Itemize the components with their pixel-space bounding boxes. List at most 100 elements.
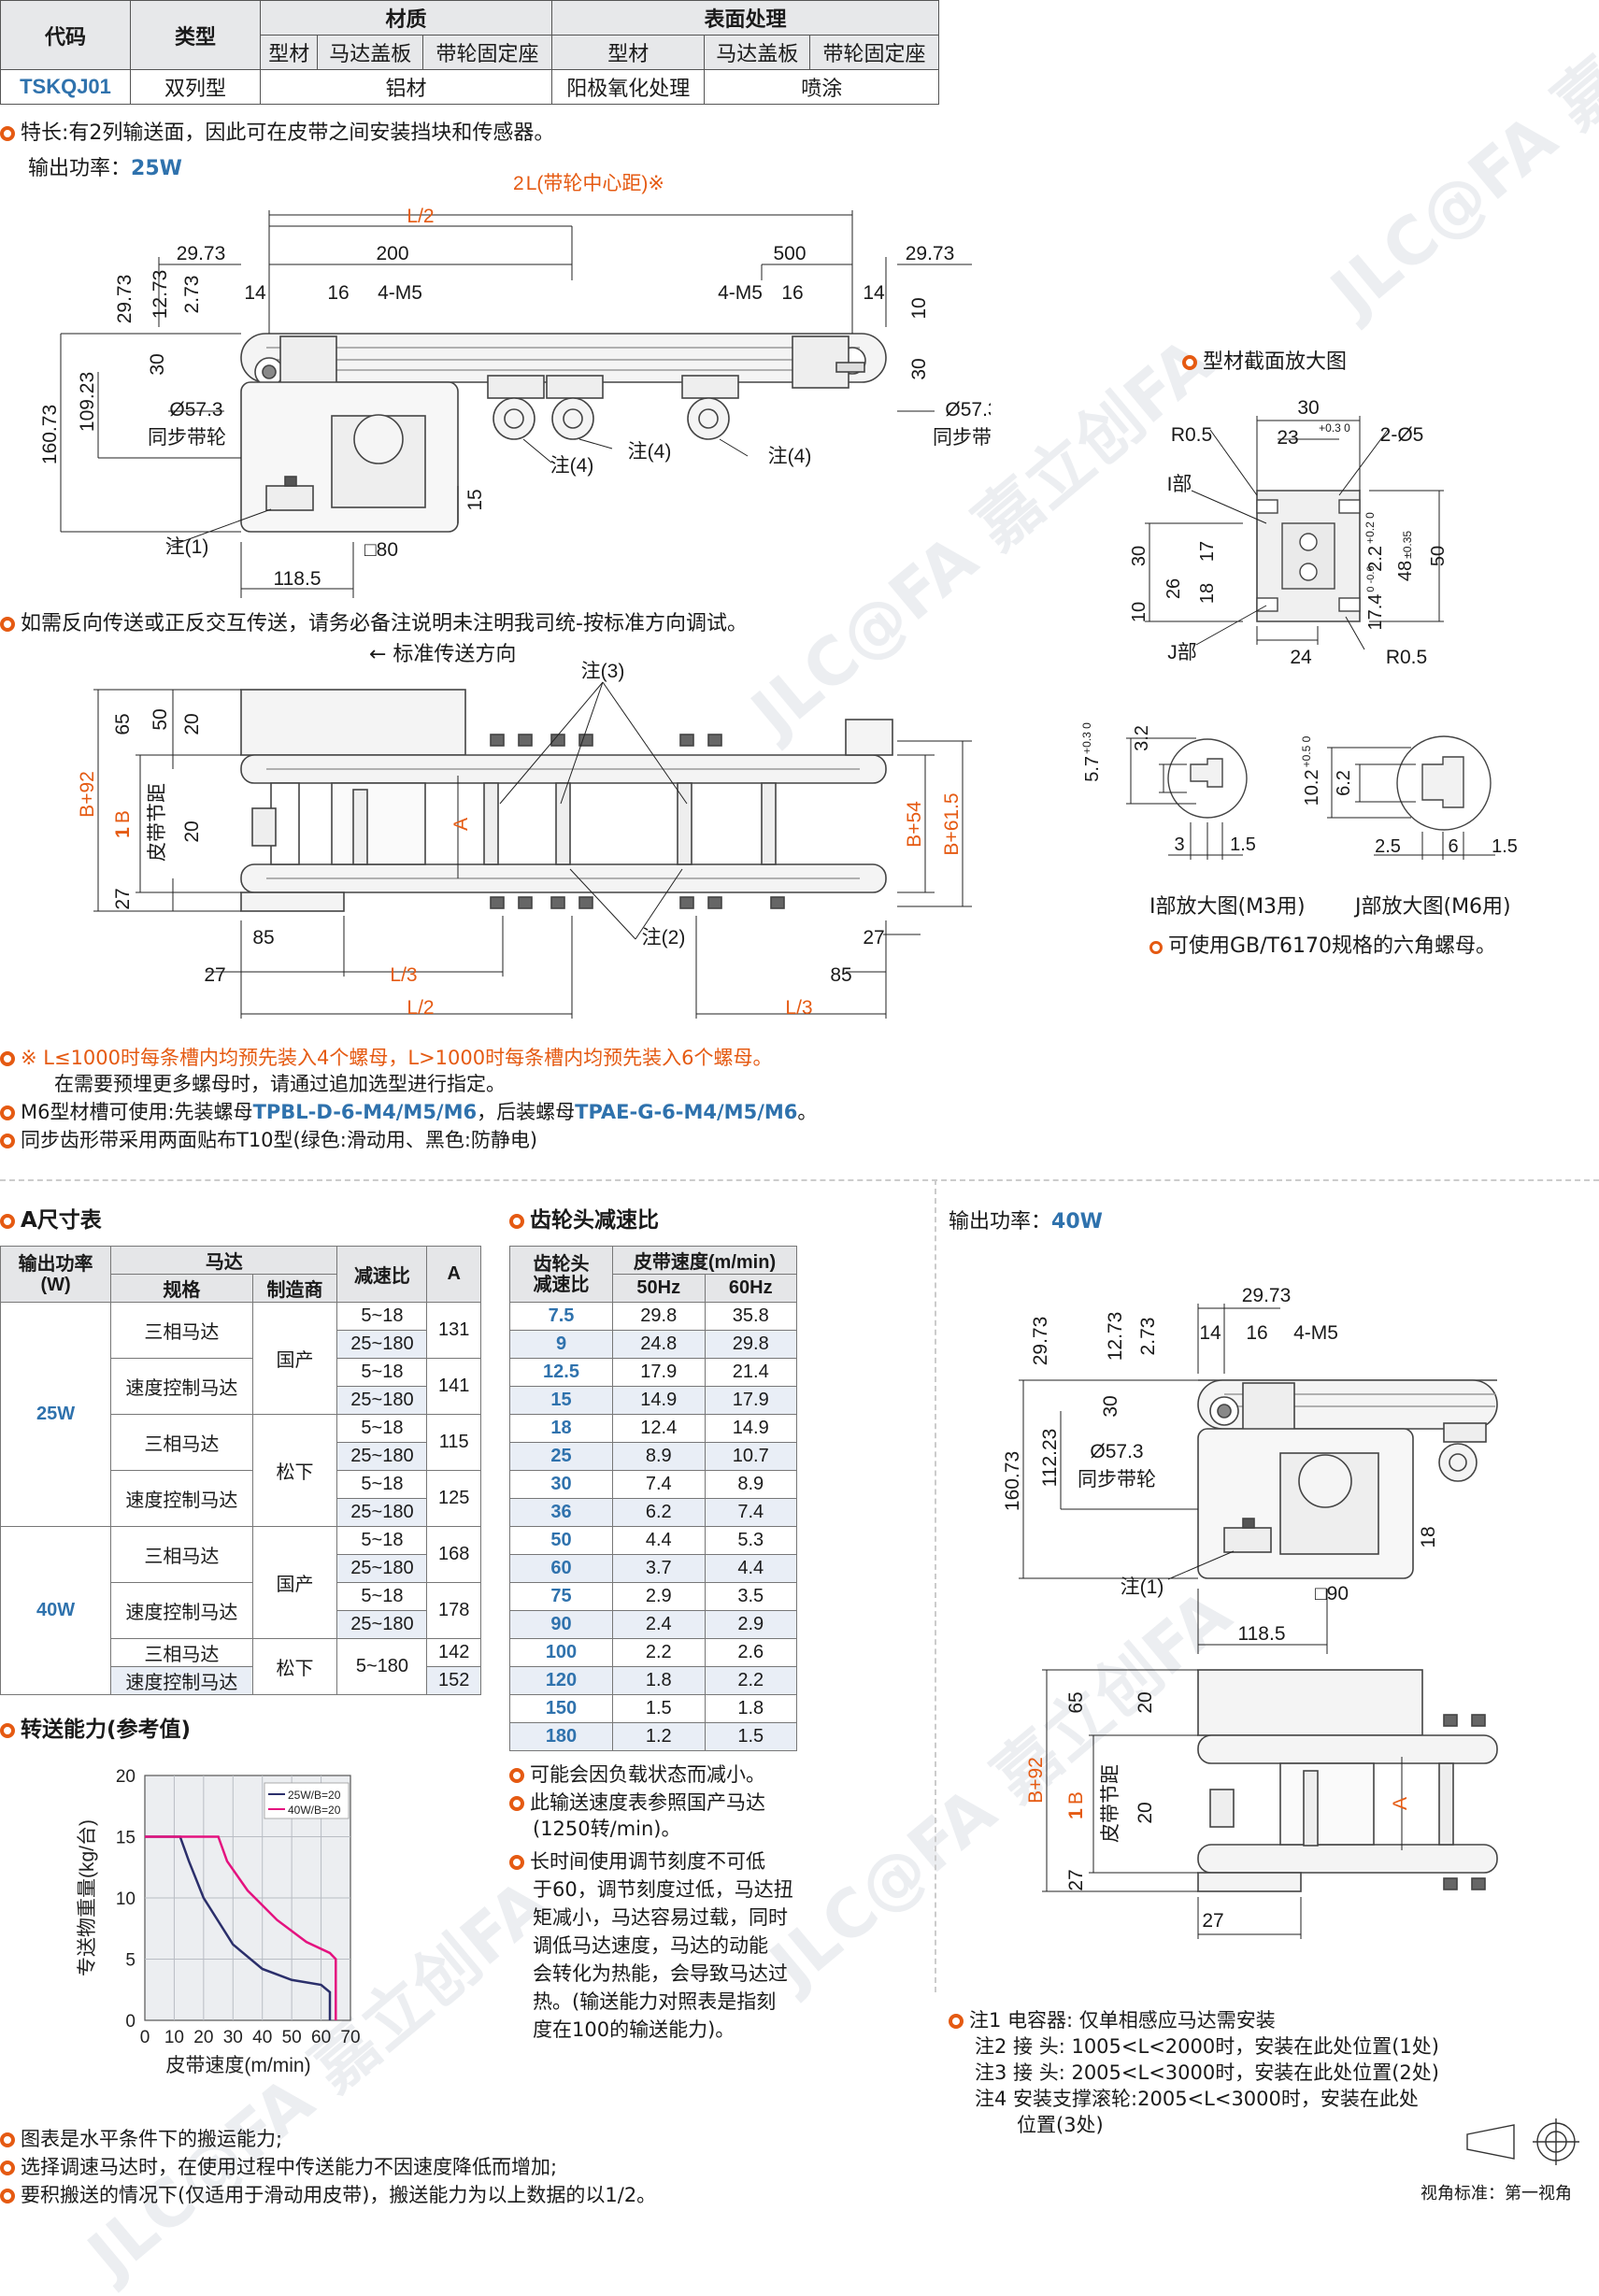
note1-label: 注(1) xyxy=(165,536,209,558)
x-tick-label: 60 xyxy=(311,2028,331,2047)
a-maker: 松下 xyxy=(251,1638,338,1695)
sec-24: 24 xyxy=(1290,647,1312,663)
power-25-line: 输出功率：25W xyxy=(28,157,182,180)
gear-ratio-cell: 7.5 xyxy=(509,1302,613,1331)
j-6.2: 6.2 xyxy=(1334,770,1354,796)
w40-v65: 65 xyxy=(1065,1691,1087,1713)
v-15: 15 xyxy=(464,489,486,510)
bullet-icon xyxy=(509,1855,524,1870)
spec-h-material: 材质 xyxy=(260,0,552,36)
speed-50hz-cell: 1.8 xyxy=(612,1666,706,1695)
x-tick-label: 70 xyxy=(340,2028,360,2047)
B-92-label: B+92 xyxy=(77,771,98,818)
gear-note-3-line: 长时间使用调节刻度不可低 xyxy=(509,1847,793,1875)
w40-pulley-dia: Ø57.3 xyxy=(1090,1441,1143,1462)
speed-60hz-cell: 21.4 xyxy=(704,1358,797,1387)
sec-2-dia5: 2-Ø5 xyxy=(1380,424,1424,446)
speed-50hz-cell: 7.4 xyxy=(612,1470,706,1499)
v-30-right: 30 xyxy=(908,358,930,379)
nut-preload-note-2: 在需要预埋更多螺母时，请通过追加选型进行指定。 xyxy=(54,1073,506,1095)
y-axis-label: 专送物重量(kg/台) xyxy=(77,1819,98,1976)
section-drawing: 30 23 +0.3 0 R0.5 2-Ø5 I部 J部 24 R0.5 30 … xyxy=(1129,397,1449,663)
L-half-bottom: L/2 xyxy=(407,997,434,1019)
a-ratio: 25~180 xyxy=(336,1554,428,1583)
speed-50hz-cell: 4.4 xyxy=(612,1526,706,1555)
final-note-4b: 位置(3处) xyxy=(1017,2114,1104,2136)
y-tick-label: 15 xyxy=(116,1829,136,1848)
a-table-title: A尺寸表 xyxy=(0,1208,102,1233)
reverse-note: 如需反向传送或正反交互传送，请务必备注说明未注明我司统-按标准方向调试。 xyxy=(0,612,748,635)
gear-ratio-cell: 180 xyxy=(509,1722,613,1751)
spec-sub: 带轮固定座 xyxy=(421,35,552,70)
j-2.5: 2.5 xyxy=(1375,836,1401,857)
spec-table: 代码 类型 材质 表面处理 型材 马达盖板 带轮固定座 型材 马达盖板 带轮固定… xyxy=(0,0,940,105)
gear-ratio-cell: 120 xyxy=(509,1666,613,1695)
dim-27-right: 27 xyxy=(863,927,884,948)
dim-200: 200 xyxy=(376,243,408,264)
dim-16-left: 16 xyxy=(327,282,349,304)
gear-ratio-cell: 12.5 xyxy=(509,1358,613,1387)
w40-B: 1B xyxy=(1065,1791,1087,1819)
bullet-icon xyxy=(0,1134,15,1148)
gear-ratio-cell: 25 xyxy=(509,1442,613,1471)
speed-50hz-cell: 17.9 xyxy=(612,1358,706,1387)
speed-50hz-cell: 14.9 xyxy=(612,1386,706,1415)
final-note-4: 注4 安装支撑滚轮:2005<L<3000时，安装在此处 xyxy=(975,2088,1419,2110)
a-power-25: 25W xyxy=(0,1302,112,1527)
dim-85-right: 85 xyxy=(830,964,851,986)
spec-h-code: 代码 xyxy=(0,0,131,70)
speed-60hz-cell: 2.9 xyxy=(704,1610,797,1639)
speed-50hz-cell: 1.5 xyxy=(612,1694,706,1723)
speed-50hz-cell: 8.9 xyxy=(612,1442,706,1471)
a-spec: 三相马达 xyxy=(110,1638,253,1667)
x-axis-label: 皮带速度(m/min) xyxy=(165,2055,310,2076)
section-title: 型材截面放大图 xyxy=(1182,350,1347,374)
spec-sub: 带轮固定座 xyxy=(808,35,940,70)
spec-h-surface: 表面处理 xyxy=(550,0,940,36)
std-direction: ← 标准传送方向 xyxy=(369,643,517,666)
sec-r05-bottom: R0.5 xyxy=(1386,647,1427,663)
a-value: 178 xyxy=(426,1582,481,1639)
sec-i-part: I部 xyxy=(1167,474,1192,495)
belt-pitch-label: 皮带节距 xyxy=(147,783,168,862)
v-109.23: 109.23 xyxy=(77,372,98,432)
gear-ratio-cell: 18 xyxy=(509,1414,613,1443)
speed-60hz-cell: 1.5 xyxy=(704,1722,797,1751)
x-tick-label: 0 xyxy=(140,2028,150,2047)
pulley-label-right: 同步带轮 xyxy=(933,427,991,449)
spec-sub: 马达盖板 xyxy=(704,35,810,70)
speed-60hz-cell: 29.8 xyxy=(704,1330,797,1359)
a-maker: 国产 xyxy=(251,1526,338,1639)
L-third-left: L/3 xyxy=(390,964,417,986)
v-160.73: 160.73 xyxy=(39,405,61,464)
gear-note-3-line: 热。(输送能力对照表是指刻 xyxy=(533,1990,777,2013)
chart-note-1: 图表是水平条件下的搬运能力; xyxy=(0,2128,282,2150)
i-3: 3 xyxy=(1174,834,1184,855)
a-ratio: 5~18 xyxy=(336,1414,428,1443)
projection-symbol-icon xyxy=(1466,2118,1579,2165)
a-spec: 速度控制马达 xyxy=(110,1582,253,1639)
gear-ratio-cell: 60 xyxy=(509,1554,613,1583)
series-line-2 xyxy=(145,1835,337,2020)
v-65: 65 xyxy=(112,713,134,734)
final-note-3: 注3 接 头: 2005<L<3000时，安装在此处位置(2处) xyxy=(975,2061,1439,2084)
side-view-drawing: 2L(带轮中心距)※ L/2 200 500 29.73 29.73 14 16… xyxy=(39,173,991,598)
w40-27: 27 xyxy=(1202,1910,1223,1932)
gear-note-2: 此输送速度表参照国产马达 xyxy=(509,1791,765,1814)
g-h-ratio: 齿轮头减速比 xyxy=(509,1246,613,1303)
x-tick-label: 40 xyxy=(252,2028,272,2047)
gear-note-3-line: 于60，调节刻度过低，马达扭 xyxy=(533,1878,793,1901)
a-size-table: 输出功率(W) 马达 减速比 A 规格 制造商 25W 三相马达 国产 5~18… xyxy=(0,1246,481,1695)
y-tick-label: 0 xyxy=(125,2012,136,2032)
speed-60hz-cell: 2.6 xyxy=(704,1638,797,1667)
w40-belt-pitch: 皮带节距 xyxy=(1100,1764,1121,1843)
w40-v18: 18 xyxy=(1418,1526,1439,1547)
w40-118.5: 118.5 xyxy=(1238,1623,1286,1645)
v-27: 27 xyxy=(112,888,134,909)
